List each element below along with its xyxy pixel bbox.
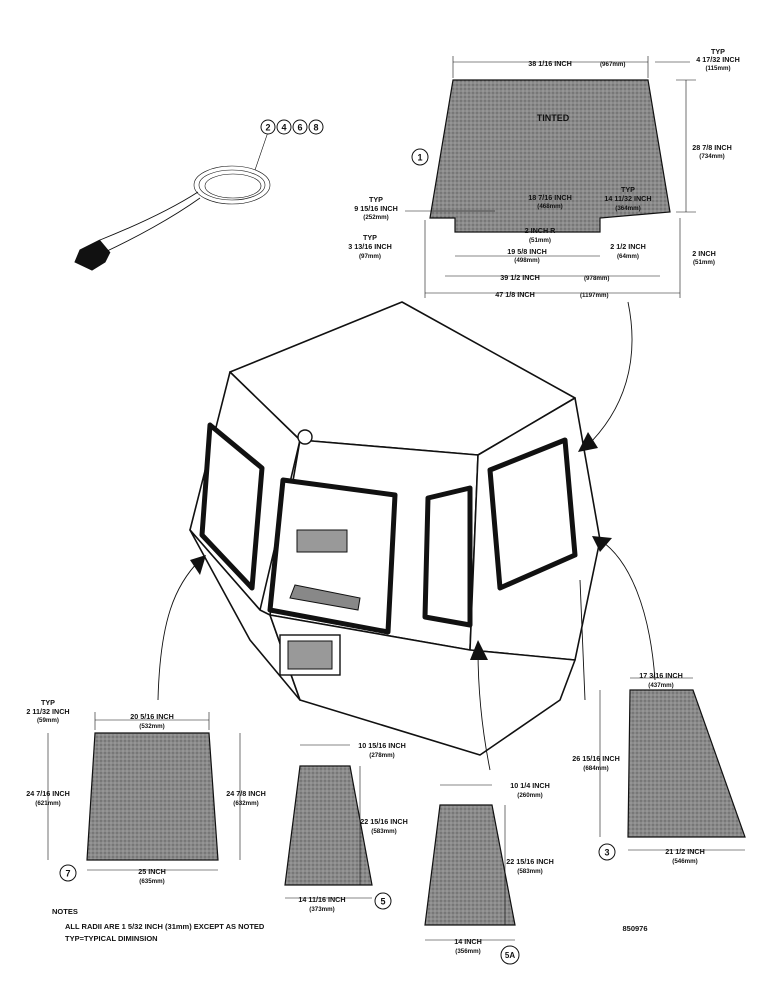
svg-text:(583mm): (583mm) xyxy=(371,828,396,835)
svg-text:10 1/4 INCH: 10 1/4 INCH xyxy=(510,781,550,790)
svg-text:24 7/8 INCH: 24 7/8 INCH xyxy=(226,789,266,798)
callout-2: 2 xyxy=(260,119,276,135)
svg-text:(59mm): (59mm) xyxy=(37,717,59,724)
notes-line-2: TYP=TYPICAL DIMINSION xyxy=(65,934,158,943)
svg-text:(51mm): (51mm) xyxy=(693,259,715,266)
svg-text:(97mm): (97mm) xyxy=(359,253,381,260)
svg-text:14 INCH: 14 INCH xyxy=(454,937,482,946)
svg-text:(635mm): (635mm) xyxy=(139,878,164,885)
windshield-callout xyxy=(411,148,429,166)
callout-4: 4 xyxy=(276,119,292,135)
svg-text:TYP: TYP xyxy=(711,47,725,56)
svg-text:19 5/8 INCH: 19 5/8 INCH xyxy=(507,247,547,256)
svg-text:(373mm): (373mm) xyxy=(309,906,334,913)
svg-text:(278mm): (278mm) xyxy=(369,752,394,759)
svg-text:(684mm): (684mm) xyxy=(583,765,608,772)
svg-text:22 15/16 INCH: 22 15/16 INCH xyxy=(506,857,554,866)
notes-title: NOTES xyxy=(52,907,78,916)
svg-text:25 INCH: 25 INCH xyxy=(138,867,166,876)
svg-text:22 15/16 INCH: 22 15/16 INCH xyxy=(360,817,408,826)
svg-text:(260mm): (260mm) xyxy=(517,792,542,799)
svg-text:(252mm): (252mm) xyxy=(363,214,388,221)
svg-text:TYP: TYP xyxy=(41,698,55,707)
svg-text:2 INCH R: 2 INCH R xyxy=(525,226,557,235)
panel-5a: 10 1/4 INCH (260mm) 22 15/16 INCH (583mm… xyxy=(424,781,554,965)
svg-text:6: 6 xyxy=(297,123,302,133)
svg-text:26 15/16 INCH: 26 15/16 INCH xyxy=(572,754,620,763)
svg-text:18 7/16 INCH: 18 7/16 INCH xyxy=(528,193,572,202)
svg-text:2 INCH: 2 INCH xyxy=(692,249,716,258)
svg-text:(546mm): (546mm) xyxy=(672,858,697,865)
svg-text:21 1/2 INCH: 21 1/2 INCH xyxy=(665,847,705,856)
svg-text:24 7/16 INCH: 24 7/16 INCH xyxy=(26,789,70,798)
callout-6: 6 xyxy=(292,119,308,135)
svg-text:(978mm): (978mm) xyxy=(584,275,609,282)
panel-7: TYP 2 11/32 INCH (59mm) 20 5/16 INCH (53… xyxy=(26,698,266,885)
panel-5: 10 15/16 INCH (278mm) 22 15/16 INCH (583… xyxy=(284,741,408,913)
svg-text:(532mm): (532mm) xyxy=(139,723,164,730)
svg-text:3: 3 xyxy=(604,848,609,858)
svg-text:(356mm): (356mm) xyxy=(455,948,480,955)
svg-text:20 5/16 INCH: 20 5/16 INCH xyxy=(130,712,174,721)
svg-text:8: 8 xyxy=(313,123,318,133)
svg-text:(734mm): (734mm) xyxy=(699,153,724,160)
windshield-top-width: 38 1/16 INCH xyxy=(528,59,572,68)
windshield-height: 28 7/8 INCH xyxy=(692,143,732,152)
svg-text:5A: 5A xyxy=(505,951,515,960)
svg-text:4: 4 xyxy=(281,123,286,133)
svg-text:5: 5 xyxy=(380,897,385,907)
svg-text:39 1/2 INCH: 39 1/2 INCH xyxy=(500,273,540,282)
svg-text:(583mm): (583mm) xyxy=(517,868,542,875)
svg-text:2: 2 xyxy=(265,123,270,133)
svg-text:4 17/32 INCH: 4 17/32 INCH xyxy=(696,55,740,64)
svg-text:2 1/2 INCH: 2 1/2 INCH xyxy=(610,242,646,251)
svg-text:1: 1 xyxy=(417,153,422,163)
svg-text:(1197mm): (1197mm) xyxy=(580,292,609,299)
notes-block: NOTES ALL RADII ARE 1 5/32 INCH (31mm) E… xyxy=(52,907,265,943)
callout-8: 8 xyxy=(308,119,324,135)
svg-text:TYP: TYP xyxy=(363,233,377,242)
svg-text:TYP: TYP xyxy=(369,195,383,204)
pointer-arrows xyxy=(157,301,656,771)
svg-text:14 11/32 INCH: 14 11/32 INCH xyxy=(604,194,651,203)
svg-text:(64mm): (64mm) xyxy=(617,253,639,260)
svg-text:14 11/16 INCH: 14 11/16 INCH xyxy=(298,895,345,904)
drawing-number: 850976 xyxy=(622,924,647,933)
svg-text:(115mm): (115mm) xyxy=(705,65,730,72)
notes-line-1: ALL RADII ARE 1 5/32 INCH (31mm) EXCEPT … xyxy=(65,922,265,931)
svg-text:(51mm): (51mm) xyxy=(529,237,551,244)
svg-text:7: 7 xyxy=(65,869,70,879)
svg-text:3 13/16 INCH: 3 13/16 INCH xyxy=(348,242,392,251)
windshield-panel: TINTED 1 38 1/16 INCH (967mm) TYP 4 17/3… xyxy=(348,47,740,299)
svg-text:(468mm): (468mm) xyxy=(537,203,562,210)
panel-3: 17 3/16 INCH (437mm) 26 15/16 INCH (684m… xyxy=(572,671,746,865)
cab-illustration xyxy=(189,301,601,756)
svg-text:(621mm): (621mm) xyxy=(35,800,60,807)
svg-text:10 15/16 INCH: 10 15/16 INCH xyxy=(358,741,406,750)
svg-text:(967mm): (967mm) xyxy=(600,61,625,68)
svg-text:9 15/16 INCH: 9 15/16 INCH xyxy=(354,204,398,213)
svg-text:TYP: TYP xyxy=(621,185,635,194)
tinted-label: TINTED xyxy=(537,113,570,123)
svg-text:(364mm): (364mm) xyxy=(615,205,640,212)
svg-text:(632mm): (632mm) xyxy=(233,800,258,807)
svg-text:(437mm): (437mm) xyxy=(648,682,673,689)
svg-text:2 11/32 INCH: 2 11/32 INCH xyxy=(26,707,69,716)
svg-text:(498mm): (498mm) xyxy=(514,257,539,264)
svg-text:47 1/8 INCH: 47 1/8 INCH xyxy=(495,290,535,299)
svg-text:17 3/16 INCH: 17 3/16 INCH xyxy=(639,671,683,680)
seal-coil-group: 2 4 6 8 xyxy=(74,119,324,271)
